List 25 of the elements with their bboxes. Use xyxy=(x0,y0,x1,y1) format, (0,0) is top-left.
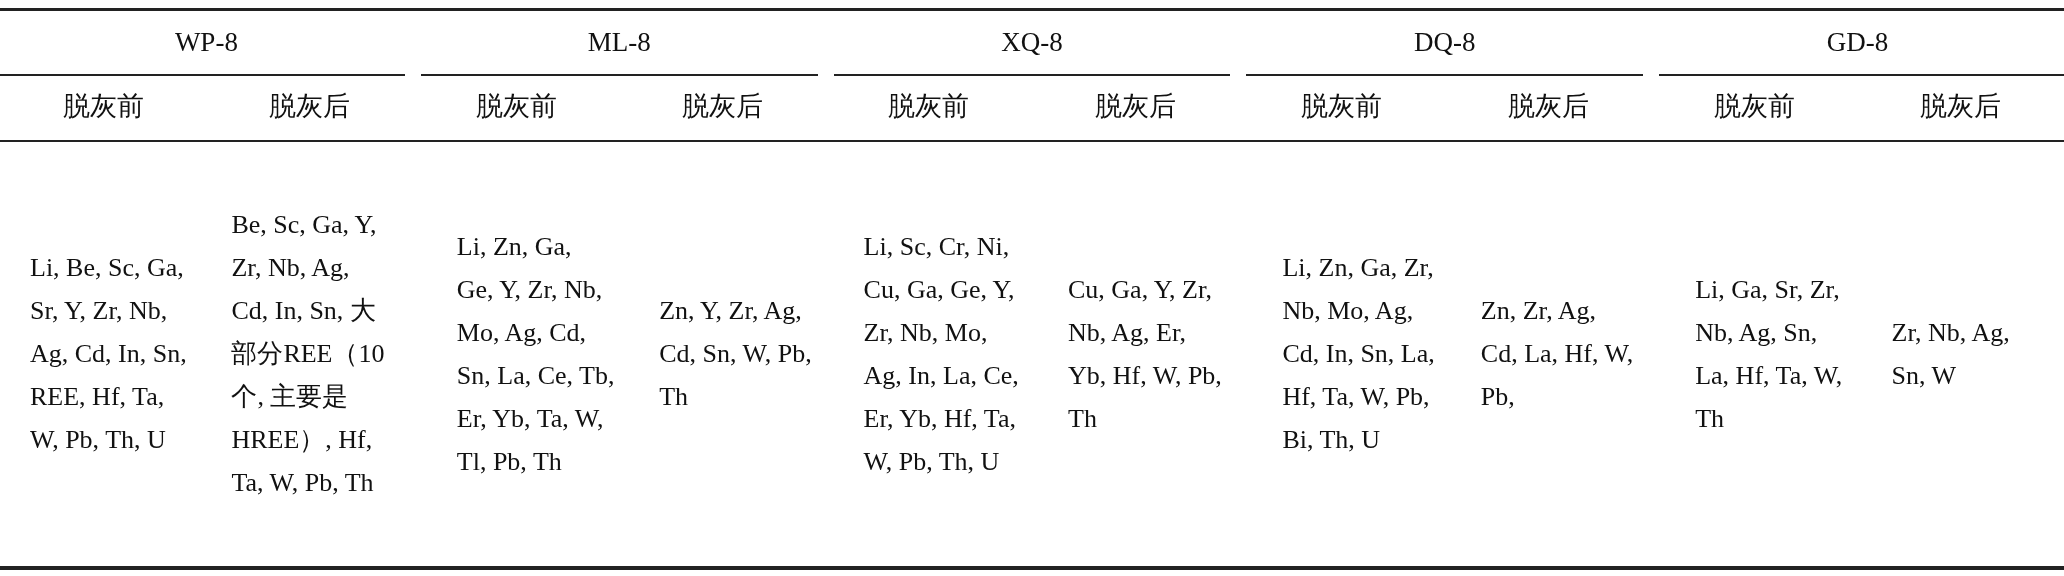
column-header: DQ-8 xyxy=(1414,26,1476,58)
element-list: Be, Sc, Ga, Y, Zr, Nb, Ag, Cd, In, Sn, 大部分REE（10个, 主要是HREE）, Hf, Ta, W, Pb, Th xyxy=(231,203,390,504)
subcolumn-header: 脱灰后 xyxy=(1920,90,2002,122)
element-list: Li, Sc, Cr, Ni, Cu, Ga, Ge, Y, Zr, Nb, Mo, Ag, In, La, Ce, Er, Yb, Hf, Ta, W, Pb, Th, U xyxy=(863,225,1022,483)
element-list: Zn, Y, Zr, Ag, Cd, Sn, W, Pb, Th xyxy=(659,289,818,418)
element-list: Li, Zn, Ga, Ge, Y, Zr, Nb, Mo, Ag, Cd, Sn, La, Ce, Tb, Er, Yb, Ta, W, Tl, Pb, Th xyxy=(456,225,615,483)
subcolumn-header: 脱灰后 xyxy=(1094,90,1176,122)
subcolumn-header: 脱灰前 xyxy=(62,90,144,122)
element-list: Zr, Nb, Ag, Sn, W xyxy=(1891,311,2050,397)
element-list: Cu, Ga, Y, Zr, Nb, Ag, Er, Yb, Hf, W, Pb, Th xyxy=(1068,268,1226,440)
element-list: Li, Be, Sc, Ga, Sr, Y, Zr, Nb, Ag, Cd, In, Sn, REE, Hf, Ta, W, Pb, Th, U xyxy=(30,246,188,461)
subcolumn-header: 脱灰后 xyxy=(1507,90,1589,122)
column-header: ML-8 xyxy=(587,26,651,58)
column-header: GD-8 xyxy=(1826,26,1889,58)
element-list: Li, Ga, Sr, Zr, Nb, Ag, Sn, La, Hf, Ta, W, Th xyxy=(1695,268,1854,440)
column-header: XQ-8 xyxy=(1001,26,1063,58)
subcolumn-header: 脱灰前 xyxy=(475,90,557,122)
subcolumn-header: 脱灰前 xyxy=(1713,90,1795,122)
column-header: WP-8 xyxy=(174,26,238,58)
subcolumn-header: 脱灰前 xyxy=(888,90,970,122)
element-list: Zn, Zr, Ag, Cd, La, Hf, W, Pb, xyxy=(1480,289,1639,418)
subcolumn-header: 脱灰前 xyxy=(1301,90,1383,122)
subcolumn-header: 脱灰后 xyxy=(681,90,763,122)
element-list: Li, Zn, Ga, Zr, Nb, Mo, Ag, Cd, In, Sn, La, Hf, Ta, W, Pb, Bi, Th, U xyxy=(1282,246,1441,461)
subcolumn-header: 脱灰后 xyxy=(269,90,351,122)
